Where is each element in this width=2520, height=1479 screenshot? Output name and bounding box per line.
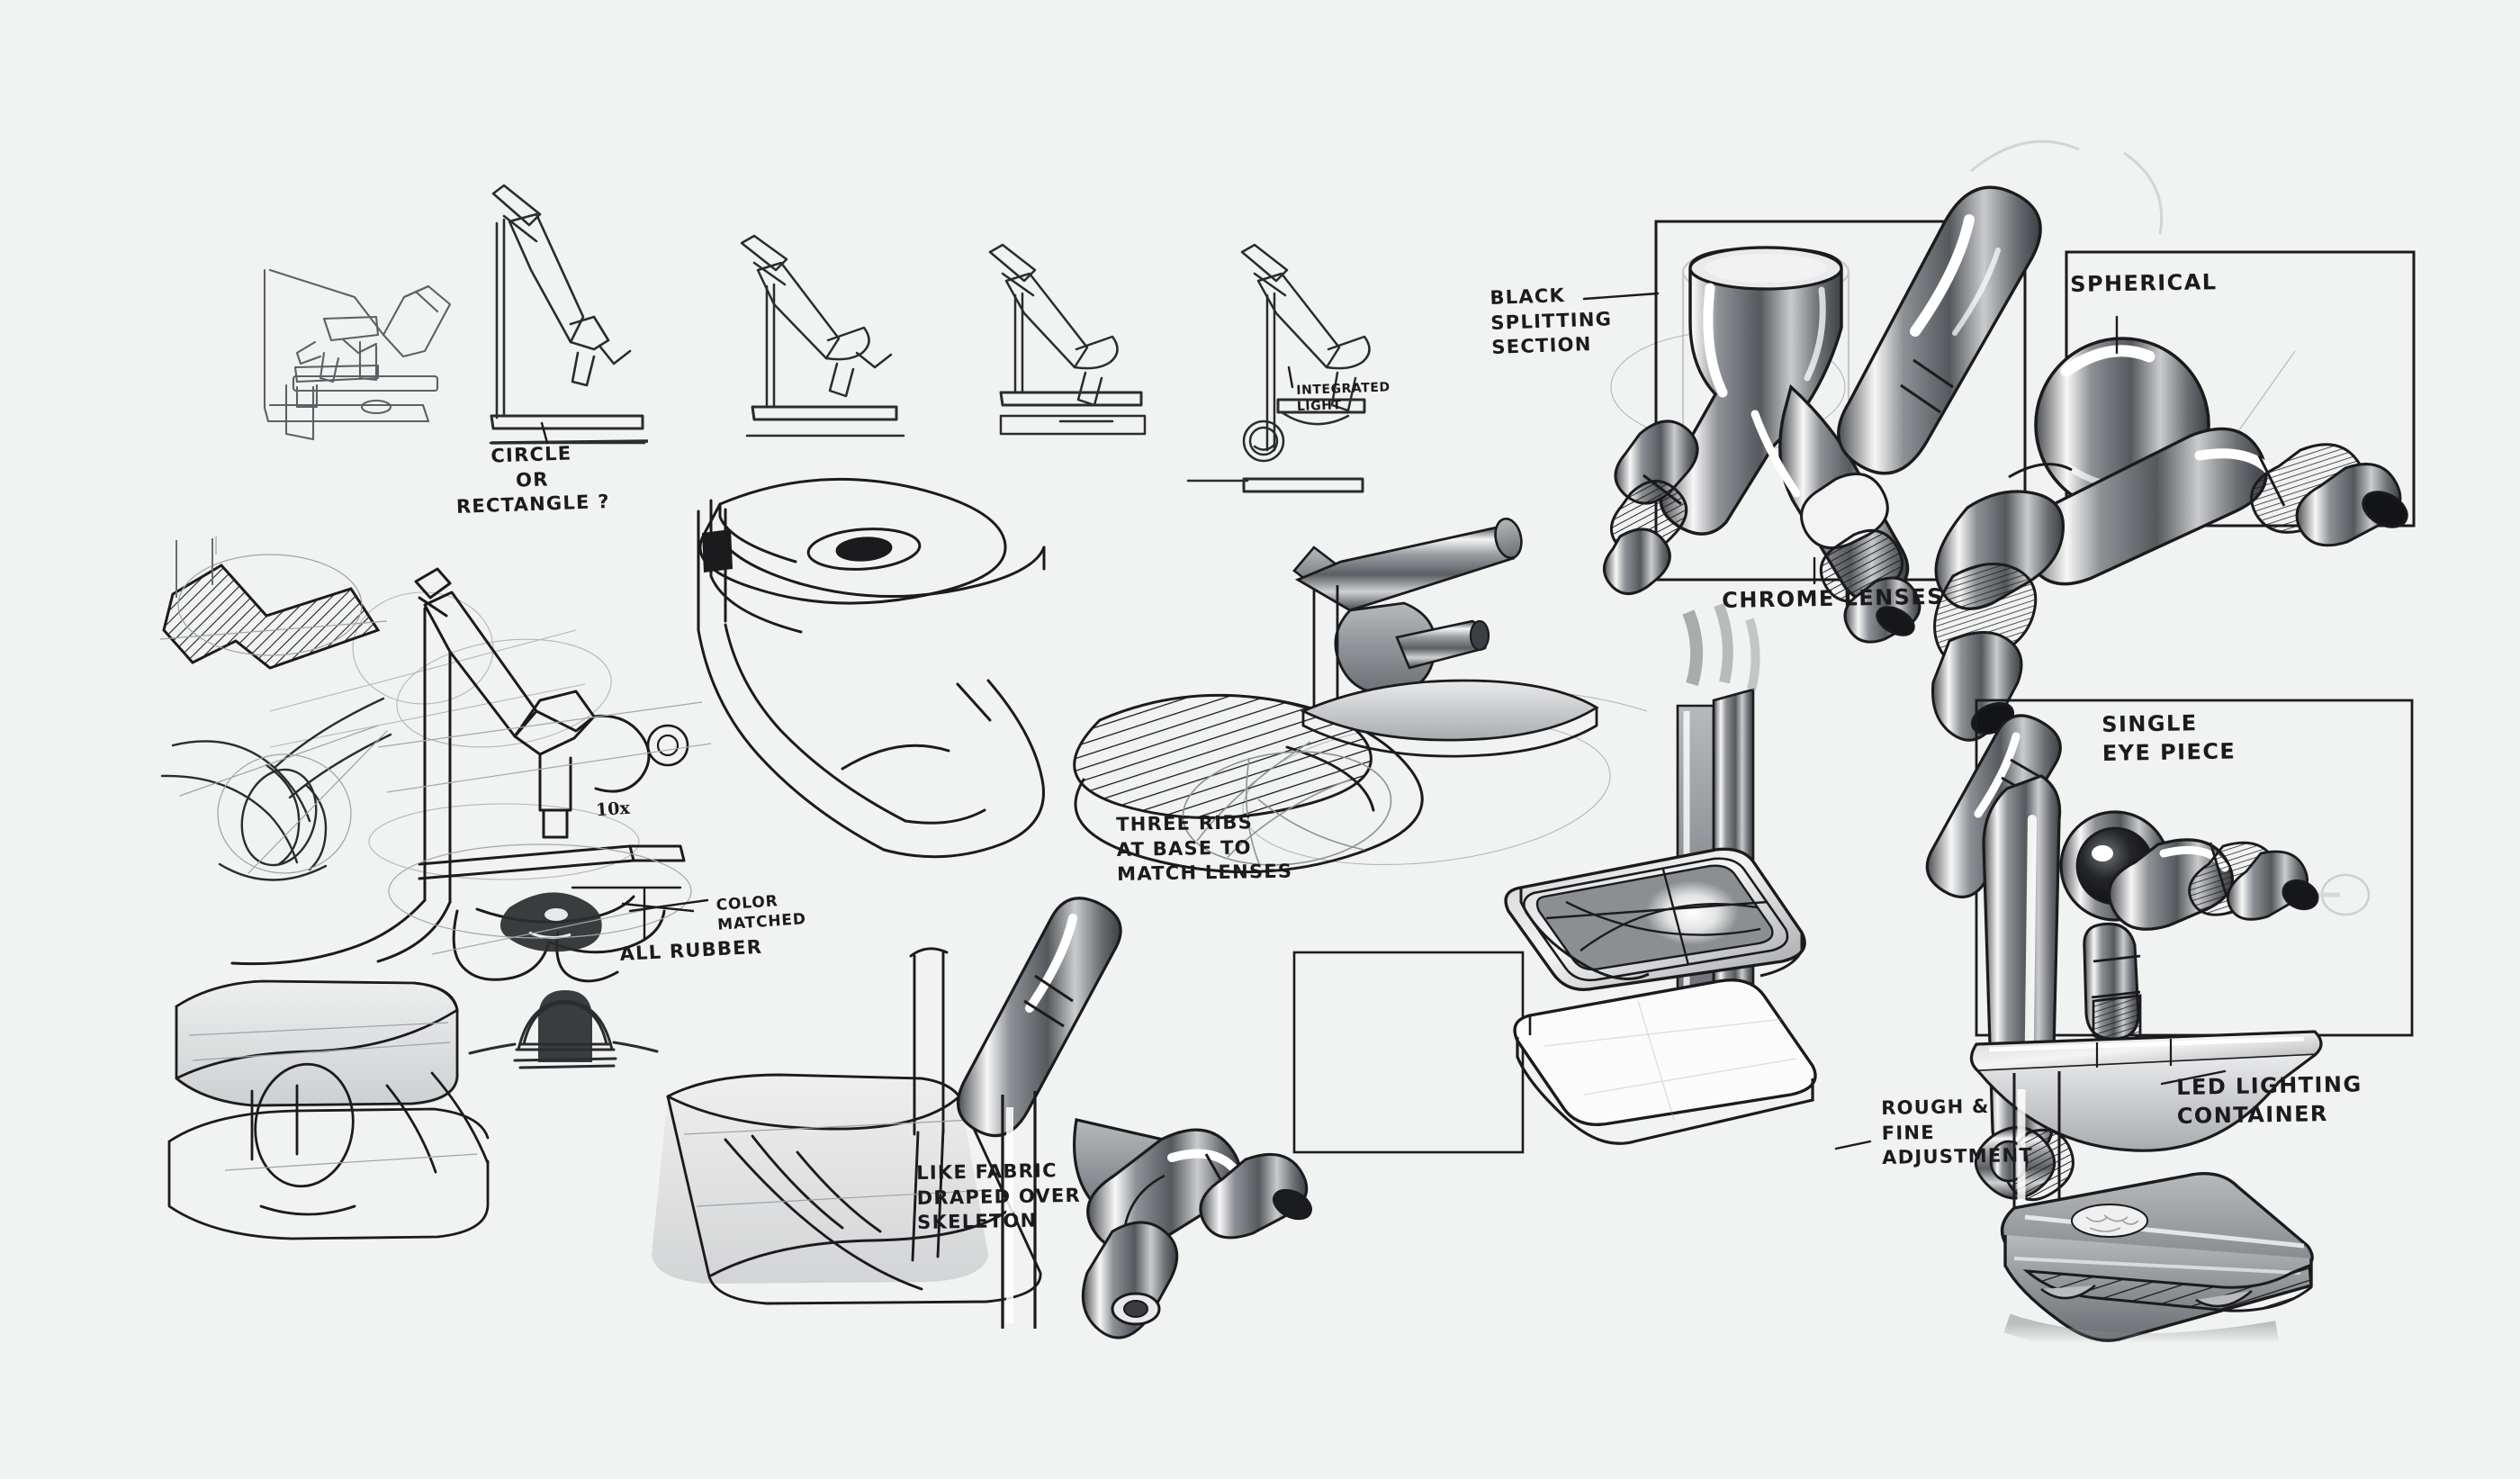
annotation-integrated-light: Integrated Light bbox=[1296, 380, 1390, 415]
leader-led-container bbox=[2160, 1069, 2227, 1086]
marking-magnification-10x: 10x bbox=[595, 798, 631, 821]
leader-color-matched bbox=[628, 898, 709, 913]
joint-section-hatched bbox=[159, 537, 388, 670]
final-microscope-render bbox=[1925, 699, 2414, 1354]
annotation-rough-fine-adjustment: Rough & Fine Adjustment bbox=[1881, 1095, 2034, 1169]
annotation-black-splitting-section: Black Splitting Section bbox=[1490, 284, 1613, 359]
annotation-spherical: Spherical bbox=[2070, 269, 2218, 297]
leader-color-matched-2 bbox=[621, 902, 695, 913]
leader-integrated-light bbox=[1287, 365, 1294, 389]
swept-base-render bbox=[652, 947, 1042, 1305]
thumbnail-side-view-2 bbox=[489, 184, 646, 445]
annotation-circle-or-rectangle: Circle or Rectangle ? bbox=[455, 442, 611, 519]
arm-junction-render bbox=[957, 897, 1525, 1339]
thumbnail-side-view-5 bbox=[1186, 243, 1371, 493]
thumbnail-2-groundline bbox=[490, 439, 649, 445]
trifurcation-joint-study bbox=[160, 697, 392, 881]
disc-stage-dark-tab bbox=[702, 529, 733, 573]
annotation-three-ribs: Three Ribs at Base to Match Lenses bbox=[1116, 811, 1293, 886]
base-ribs-plan bbox=[1073, 693, 1424, 874]
left-lens-collar bbox=[1603, 419, 1699, 595]
chrome-y-junction-render bbox=[1603, 220, 2027, 644]
annotation-single-eyepiece: Single Eye Piece bbox=[2102, 710, 2236, 766]
perspective-microscope-render bbox=[1292, 517, 1599, 758]
thumbnail-side-view-3 bbox=[740, 234, 905, 437]
leader-rough-fine bbox=[1834, 1140, 1872, 1150]
thumbnail-side-view-1 bbox=[263, 268, 452, 441]
disc-stage-study bbox=[697, 477, 1046, 859]
annotation-like-fabric: Like Fabric Draped over Skeleton bbox=[916, 1159, 1082, 1234]
draped-base-render bbox=[167, 979, 490, 1240]
leader-black-splitting bbox=[1582, 292, 1660, 301]
right-lens-collar bbox=[1800, 472, 1922, 644]
annotation-chrome-lenses: Chrome Lenses bbox=[1722, 583, 1945, 613]
leader-lines bbox=[540, 292, 2227, 1150]
spherical-joint-render bbox=[1837, 140, 2416, 742]
thumbnail-side-view-4 bbox=[988, 243, 1147, 436]
main-microscope-light-pencil bbox=[377, 701, 712, 955]
annotation-color-matched: Color Matched bbox=[716, 892, 807, 935]
annotation-led-lighting-container: LED Lighting Container bbox=[2176, 1071, 2362, 1129]
leader-circle-rectangle bbox=[540, 421, 549, 445]
arch-section-sketch bbox=[468, 990, 659, 1069]
stage-tray-exploded bbox=[1504, 602, 1817, 1145]
